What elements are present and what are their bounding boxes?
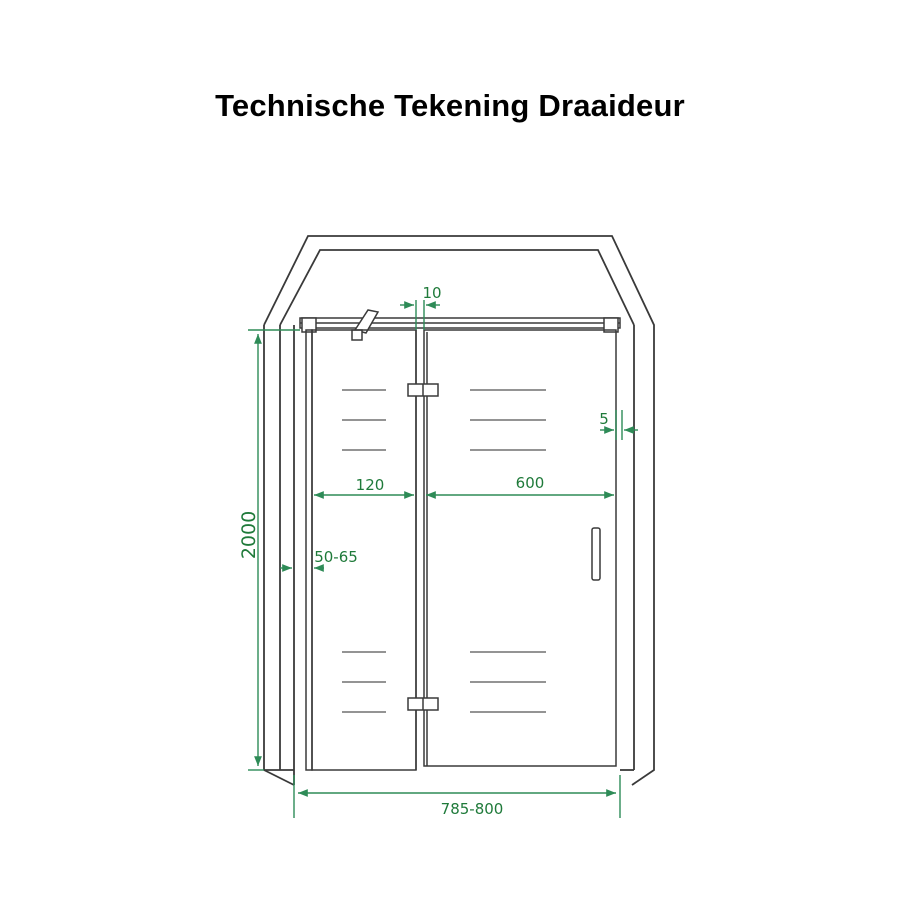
page-title: Technische Tekening Draaideur [215, 88, 685, 123]
dim-top-gap-label: 10 [422, 284, 441, 302]
dim-wall-adjust-label: 50-65 [314, 548, 358, 566]
dim-total-width-label: 785-800 [441, 800, 504, 818]
dim-fixed-panel-label: 120 [356, 476, 385, 494]
door-handle [591, 527, 601, 581]
glass-reflections [342, 389, 546, 713]
dim-side-gap-label: 5 [599, 410, 609, 428]
dim-door-width-label: 600 [516, 474, 545, 492]
top-rail [299, 317, 621, 333]
fixed-glass-panel [311, 329, 417, 771]
dim-height-label: 2000 [238, 511, 260, 559]
hinges [407, 383, 439, 711]
dimension-lines [248, 300, 638, 818]
door-panel [423, 329, 617, 767]
wall-profile [305, 329, 313, 771]
